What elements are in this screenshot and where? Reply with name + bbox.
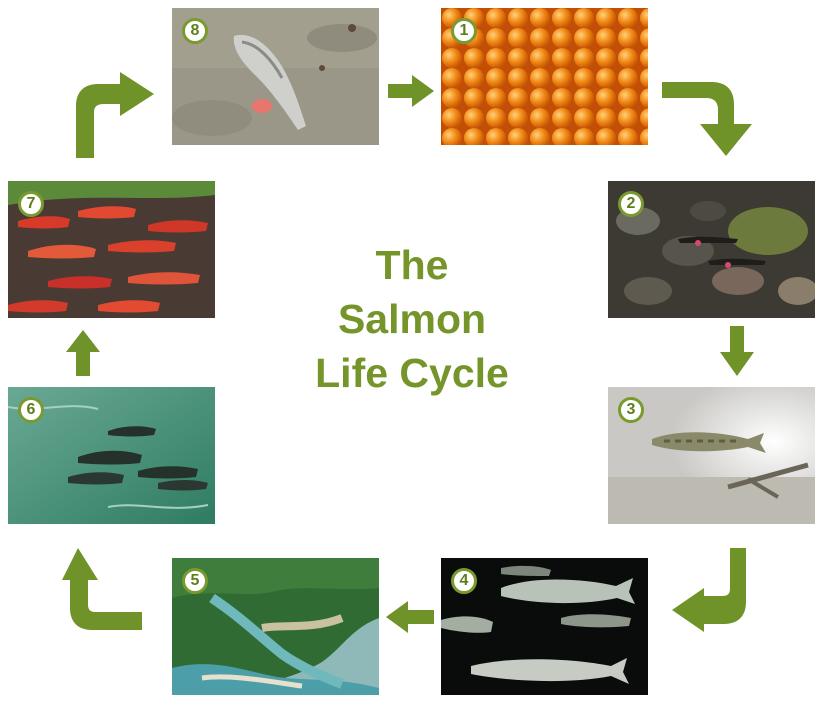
stage-7-photo: 7 bbox=[8, 181, 215, 318]
arrow-7-to-8 bbox=[74, 72, 154, 158]
stage-7-badge: 7 bbox=[18, 191, 44, 217]
arrow-6-to-7 bbox=[66, 330, 100, 376]
stage-1-photo: 1 bbox=[441, 8, 648, 145]
stage-4-badge: 4 bbox=[451, 568, 477, 594]
arrow-5-to-6 bbox=[62, 546, 142, 632]
diagram-title: The Salmon Life Cycle bbox=[262, 238, 562, 400]
stage-2-photo: 2 bbox=[608, 181, 815, 318]
stage-8-photo: 8 bbox=[172, 8, 379, 145]
stage-6-photo: 6 bbox=[8, 387, 215, 524]
title-line-3: Life Cycle bbox=[315, 350, 509, 396]
stage-1-badge: 1 bbox=[451, 18, 477, 44]
title-line-2: Salmon bbox=[337, 296, 487, 342]
arrow-4-to-5 bbox=[386, 601, 434, 633]
stage-5-badge: 5 bbox=[182, 568, 208, 594]
arrow-3-to-4 bbox=[670, 548, 750, 632]
arrow-8-to-1 bbox=[388, 75, 434, 107]
title-line-1: The bbox=[375, 242, 449, 288]
stage-5-photo: 5 bbox=[172, 558, 379, 695]
stage-3-photo: 3 bbox=[608, 387, 815, 524]
stage-4-photo: 4 bbox=[441, 558, 648, 695]
stage-3-badge: 3 bbox=[618, 397, 644, 423]
stage-8-badge: 8 bbox=[182, 18, 208, 44]
arrow-2-to-3 bbox=[720, 326, 754, 376]
arrow-1-to-2 bbox=[662, 80, 754, 158]
stage-2-badge: 2 bbox=[618, 191, 644, 217]
stage-6-badge: 6 bbox=[18, 397, 44, 423]
